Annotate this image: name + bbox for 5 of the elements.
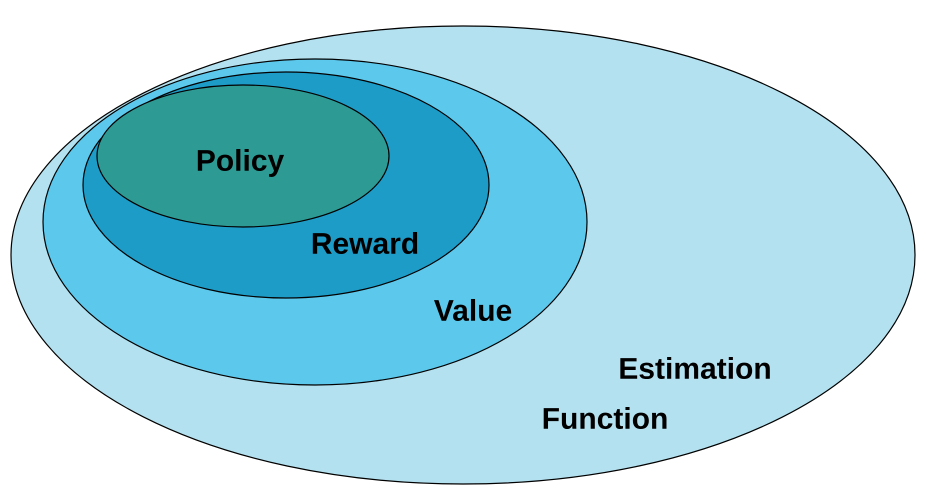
set-label: Policy	[198, 149, 284, 177]
set-label: Function	[544, 406, 666, 430]
set-label: Estimation	[620, 356, 770, 380]
set-label: Value	[434, 298, 512, 322]
set-label: Reward	[312, 232, 418, 254]
